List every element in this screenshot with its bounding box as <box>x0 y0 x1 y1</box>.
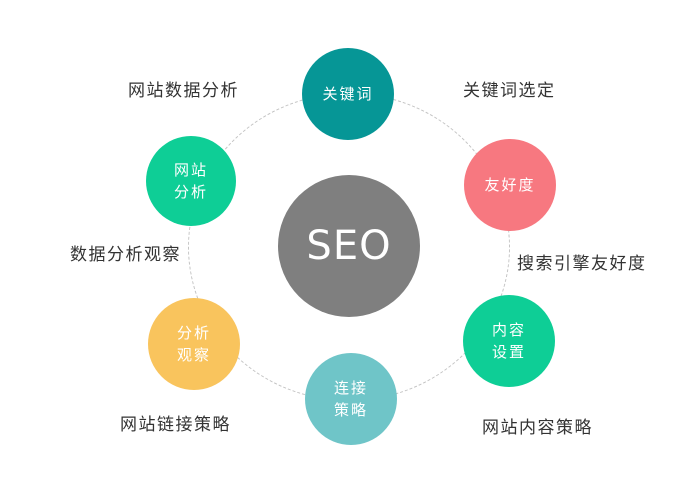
label-website-content-strategy: 网站内容策略 <box>482 418 593 438</box>
node-analysis-observe: 分析 观察 <box>148 298 240 390</box>
label-data-analysis-observe: 数据分析观察 <box>70 245 181 265</box>
node-link-strategy-label-line1: 连接 <box>333 379 368 397</box>
node-friendliness-label: 友好度 <box>484 176 536 194</box>
node-site-analysis-label-line2: 分析 <box>173 183 208 201</box>
node-keyword-label: 关键词 <box>322 85 374 103</box>
node-link-strategy: 连接 策略 <box>305 353 397 445</box>
label-search-engine-friendliness: 搜索引擎友好度 <box>517 254 647 274</box>
node-seo-center: SEO <box>278 175 420 317</box>
node-site-analysis: 网站 分析 <box>146 136 236 226</box>
node-content-setting: 内容 设置 <box>463 295 555 387</box>
node-site-analysis-label-line1: 网站 <box>173 161 208 179</box>
node-content-setting-label-line2: 设置 <box>491 343 526 361</box>
node-content-setting-label-line1: 内容 <box>491 321 526 339</box>
label-website-data-analysis: 网站数据分析 <box>128 81 239 101</box>
node-link-strategy-label-line2: 策略 <box>333 401 368 419</box>
seo-center-label: SEO <box>306 223 392 269</box>
label-website-link-strategy: 网站链接策略 <box>120 415 231 435</box>
label-keyword-selection: 关键词选定 <box>463 81 556 101</box>
node-analysis-observe-label-line2: 观察 <box>176 346 211 364</box>
node-analysis-observe-label-line1: 分析 <box>176 324 211 342</box>
node-friendliness: 友好度 <box>464 139 556 231</box>
node-keyword: 关键词 <box>302 48 394 140</box>
